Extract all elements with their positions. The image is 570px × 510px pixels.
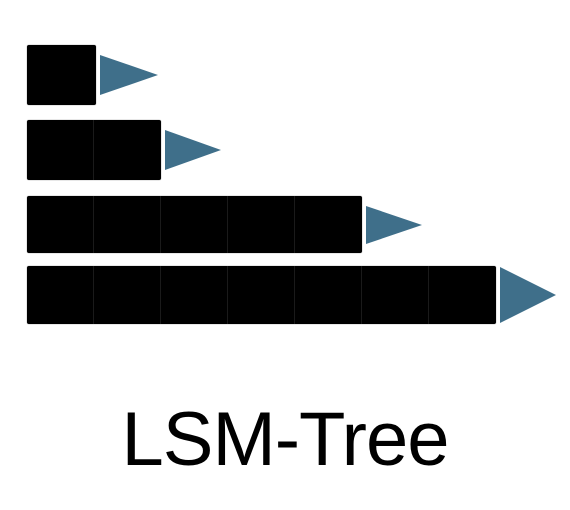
segment [94, 266, 161, 324]
level-1 [27, 120, 221, 180]
segment [27, 266, 94, 324]
segment [94, 120, 161, 180]
level-0 [27, 45, 158, 105]
segment [429, 266, 496, 324]
segment [228, 196, 295, 253]
level-0-block [27, 45, 96, 105]
segment [94, 196, 161, 253]
segment [161, 266, 228, 324]
segment [27, 45, 96, 105]
segment [27, 120, 94, 180]
segment [228, 266, 295, 324]
diagram-title: LSM-Tree [121, 397, 449, 482]
triangle-right-icon [100, 55, 158, 95]
level-2 [27, 196, 422, 253]
segment [295, 196, 362, 253]
level-2-block [27, 196, 362, 253]
triangle-right-icon [165, 130, 221, 170]
level-3-block [27, 266, 496, 324]
level-3 [27, 266, 556, 324]
triangle-right-icon [366, 205, 422, 244]
segment [362, 266, 429, 324]
segment [27, 196, 94, 253]
segment [161, 196, 228, 253]
triangle-right-icon [500, 267, 556, 323]
level-1-block [27, 120, 161, 180]
segment [295, 266, 362, 324]
